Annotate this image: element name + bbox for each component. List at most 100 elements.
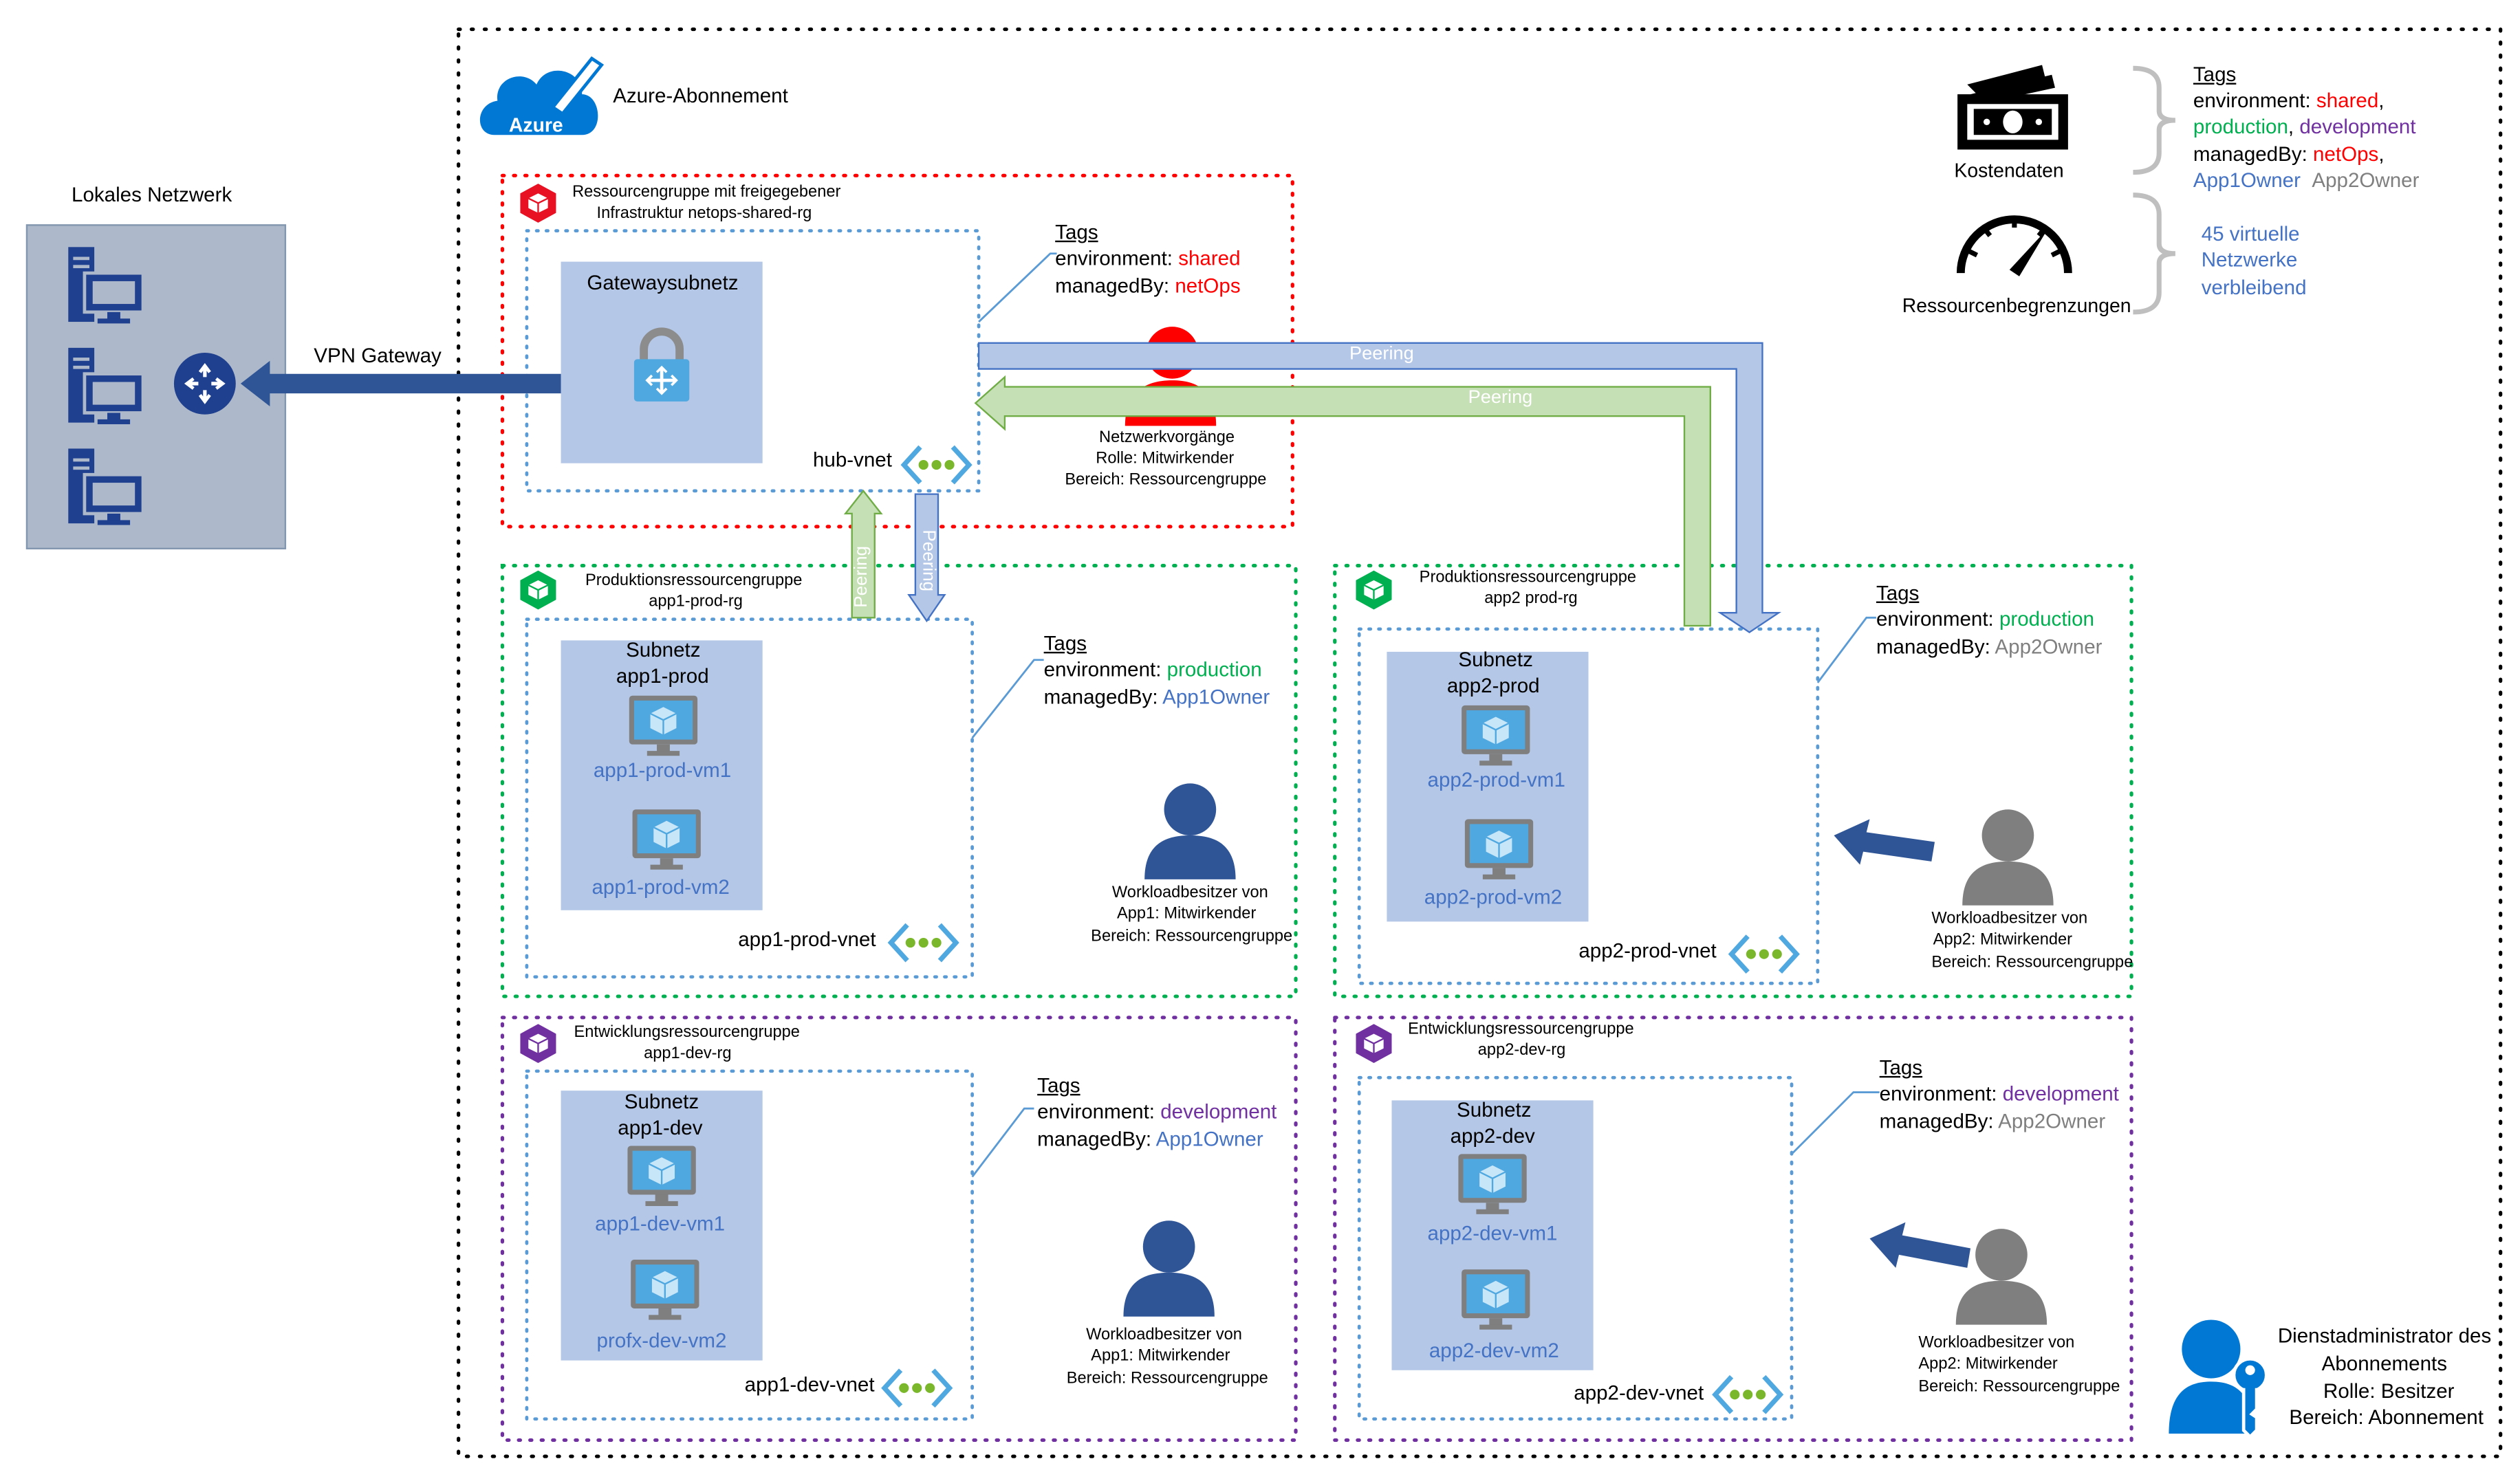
- app1-dev-vnet-icon: [881, 1368, 953, 1408]
- network-ops-line1: Netzwerkvorgänge: [1098, 429, 1235, 448]
- hub-vnet-label: hub-vnet: [812, 448, 892, 472]
- gateway-subnet-label: Gatewaysubnetz: [587, 271, 739, 294]
- limits-gauge-icon: [1956, 215, 2072, 276]
- vm-monitor-icon: [627, 1146, 696, 1207]
- app1-prod-rg-border: [500, 564, 1298, 998]
- vm-monitor-icon: [1462, 705, 1530, 766]
- limits-line2: Netzwerke: [2201, 248, 2298, 272]
- app1-prod-vnet-border: [525, 617, 974, 979]
- resource-group-red-icon: [520, 184, 556, 223]
- app2-dev-vnet-border: [1357, 1075, 1794, 1421]
- app2-prod-owner-arrow: [1834, 819, 1935, 865]
- app1-dev-tags-title: Tags: [1037, 1074, 1080, 1097]
- app2-dev-owner-line2: App2: Mitwirkender: [1918, 1355, 2058, 1374]
- limits-line1: 45 virtuelle: [2201, 222, 2300, 245]
- limits-label: Ressourcenbegrenzungen: [1902, 294, 2131, 317]
- peering-label-vertical-down: Peering: [918, 529, 938, 592]
- vpn-gateway-lock-icon: [633, 327, 690, 402]
- app2-prod-rg-title2: app2 prod-rg: [1484, 590, 1578, 609]
- hub-vnet-icon: [900, 445, 973, 485]
- app2-prod-vm2-label: app2-prod-vm2: [1424, 886, 1563, 909]
- peering-label-lower: Peering: [1468, 388, 1533, 408]
- resource-group-purple-icon: [1356, 1024, 1392, 1063]
- app2-prod-rg-title1: Produktionsressourcengruppe: [1419, 569, 1637, 587]
- app1-prod-rg-title1: Produktionsressourcengruppe: [585, 572, 803, 591]
- app2-dev-tags-env: environment: development: [1879, 1082, 2119, 1106]
- app1-dev-rg-title1: Entwicklungsressourcengruppe: [574, 1024, 800, 1042]
- app1-prod-tags-env: environment: production: [1043, 658, 1262, 681]
- cost-tags-line1: environment: shared,: [2193, 89, 2385, 113]
- cost-tags-title: Tags: [2193, 63, 2237, 87]
- app2-dev-vm1-label: app2-dev-vm1: [1427, 1222, 1558, 1245]
- app1-prod-owner-line1: Workloadbesitzer von: [1111, 884, 1268, 902]
- app2-dev-owner-arrow: [1869, 1222, 1971, 1268]
- app1-prod-owner-person-icon: [1144, 783, 1236, 879]
- vpn-gateway-arrow: [240, 360, 628, 406]
- app1-prod-tags-owner: managedBy: App1Owner: [1043, 686, 1270, 709]
- vm-monitor-icon: [1464, 819, 1534, 879]
- app1-prod-vm2-label: app1-prod-vm2: [591, 876, 730, 899]
- app2-dev-rg-title2: app2-dev-rg: [1477, 1042, 1566, 1060]
- resource-group-green-icon: [520, 570, 556, 610]
- shared-tags-owner: managedBy: netOps: [1055, 274, 1241, 298]
- app2-prod-vnet-icon: [1728, 934, 1800, 974]
- app1-dev-owner-line1: Workloadbesitzer von: [1086, 1326, 1242, 1344]
- vm-monitor-icon: [1462, 1269, 1530, 1330]
- app1-prod-tags-leader: [971, 659, 1044, 739]
- app2-dev-owner-line1: Workloadbesitzer von: [1918, 1334, 2075, 1352]
- app2-prod-subnet-label2: app2-prod: [1446, 675, 1540, 698]
- cost-money-icon: [1957, 65, 2068, 150]
- subscription-label: Azure-Abonnement: [613, 84, 788, 108]
- app2-dev-vm2-label: app2-dev-vm2: [1429, 1339, 1559, 1362]
- app1-dev-tags-owner: managedBy: App1Owner: [1037, 1128, 1263, 1151]
- hub-vnet-border: [525, 229, 981, 493]
- onprem-servers: [68, 247, 145, 525]
- cost-tags-line3: managedBy: netOps,: [2193, 143, 2385, 166]
- network-ops-line3: Bereich: Ressourcengruppe: [1065, 471, 1267, 490]
- peering-arrow-green: [974, 375, 1712, 627]
- server-computer-icon: [68, 347, 145, 424]
- app1-dev-subnet-label1: Subnetz: [624, 1091, 699, 1114]
- app1-prod-tags-title: Tags: [1043, 632, 1087, 655]
- shared-tags-title: Tags: [1055, 221, 1098, 244]
- network-ops-line2: Rolle: Mitwirkender: [1096, 450, 1235, 468]
- app2-prod-owner-line3: Bereich: Ressourcengruppe: [1931, 954, 2133, 972]
- app2-dev-subnet-label2: app2-dev: [1450, 1124, 1535, 1148]
- subscription-border: [457, 27, 2503, 1458]
- limits-brace: [2133, 193, 2175, 315]
- peering-arrow-green-vertical: [843, 489, 883, 619]
- app1-prod-vnet-icon: [887, 923, 959, 963]
- app1-prod-subnet-label2: app1-prod: [616, 664, 709, 688]
- app2-prod-rg-border: [1333, 564, 2133, 998]
- admin-line2: Abonnements: [2321, 1352, 2448, 1375]
- peering-arrow-blue: [977, 342, 1782, 633]
- app1-dev-tags-env: environment: development: [1037, 1100, 1277, 1124]
- vpn-label: VPN Gateway: [314, 344, 442, 368]
- app2-prod-owner-line1: Workloadbesitzer von: [1931, 910, 2088, 928]
- resource-group-green-icon: [1356, 570, 1392, 610]
- app2-dev-owner-line3: Bereich: Ressourcengruppe: [1918, 1378, 2120, 1396]
- peering-arrows-app2: [974, 342, 1782, 633]
- app2-dev-vnet-label: app2-dev-vnet: [1574, 1381, 1704, 1405]
- app2-dev-tags-leader: [1791, 1091, 1880, 1155]
- app2-prod-tags-title: Tags: [1876, 582, 1920, 605]
- vm-monitor-icon: [629, 695, 698, 756]
- peering-label-top: Peering: [1349, 344, 1414, 364]
- shared-tags-leader: [978, 252, 1057, 323]
- app2-prod-subnet-label1: Subnetz: [1458, 648, 1533, 672]
- app2-prod-owner-person-icon: [1962, 809, 2054, 906]
- peering-arrows-app1: [843, 489, 946, 623]
- app1-dev-tags-leader: [971, 1107, 1034, 1178]
- app2-dev-tags-owner: managedBy: App2Owner: [1879, 1110, 2106, 1133]
- app1-prod-owner-line3: Bereich: Ressourcengruppe: [1091, 928, 1293, 946]
- app1-dev-vm2-label: profx-dev-vm2: [596, 1329, 727, 1352]
- app2-dev-owner-person-icon: [1955, 1229, 2048, 1325]
- app2-prod-vm1-label: app2-prod-vm1: [1427, 769, 1565, 792]
- shared-tags-env: environment: shared: [1055, 247, 1241, 270]
- app1-dev-rg-border: [500, 1016, 1298, 1443]
- peering-arrow-blue-vertical: [907, 493, 946, 623]
- shared-rg-title1: Ressourcengruppe mit freigegebener: [572, 184, 841, 202]
- app1-dev-subnet-label2: app1-dev: [618, 1116, 703, 1140]
- app2-prod-tags-leader: [1816, 616, 1876, 683]
- cost-brace: [2133, 65, 2175, 175]
